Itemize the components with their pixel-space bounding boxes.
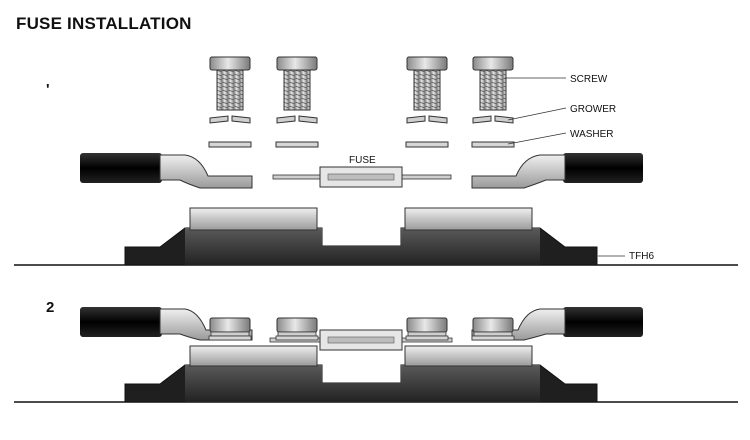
fuse-step1 xyxy=(272,166,452,188)
installed-screw-2 xyxy=(275,317,319,341)
callouts-step1 xyxy=(505,77,625,257)
label-fuse: FUSE xyxy=(349,155,376,166)
label-washer: WASHER xyxy=(570,129,614,140)
fuse-step2 xyxy=(269,329,453,351)
installed-screw-1 xyxy=(208,317,252,341)
right-cable-step1 xyxy=(471,153,643,189)
installed-screw-3 xyxy=(405,317,449,341)
page-title: FUSE INSTALLATION xyxy=(16,14,192,33)
screw-4 xyxy=(472,56,514,111)
label-screw: SCREW xyxy=(570,74,608,85)
left-cable-step1 xyxy=(80,153,253,189)
installed-screw-4 xyxy=(471,317,515,341)
screw-1 xyxy=(209,56,251,111)
screw-group-step1 xyxy=(209,56,514,111)
label-holder: TFH6 xyxy=(629,251,654,262)
screw-3 xyxy=(406,56,448,111)
step-1-marker: ' xyxy=(46,81,50,98)
washer-group-step1 xyxy=(208,141,515,148)
step-2-marker: 2 xyxy=(46,299,54,316)
screw-2 xyxy=(276,56,318,111)
fuse-holder-step2 xyxy=(14,345,738,403)
label-grower: GROWER xyxy=(570,104,616,115)
grower-group-step1 xyxy=(209,115,514,124)
fuse-holder-step1 xyxy=(14,207,738,266)
screw-group-step2 xyxy=(208,317,515,341)
